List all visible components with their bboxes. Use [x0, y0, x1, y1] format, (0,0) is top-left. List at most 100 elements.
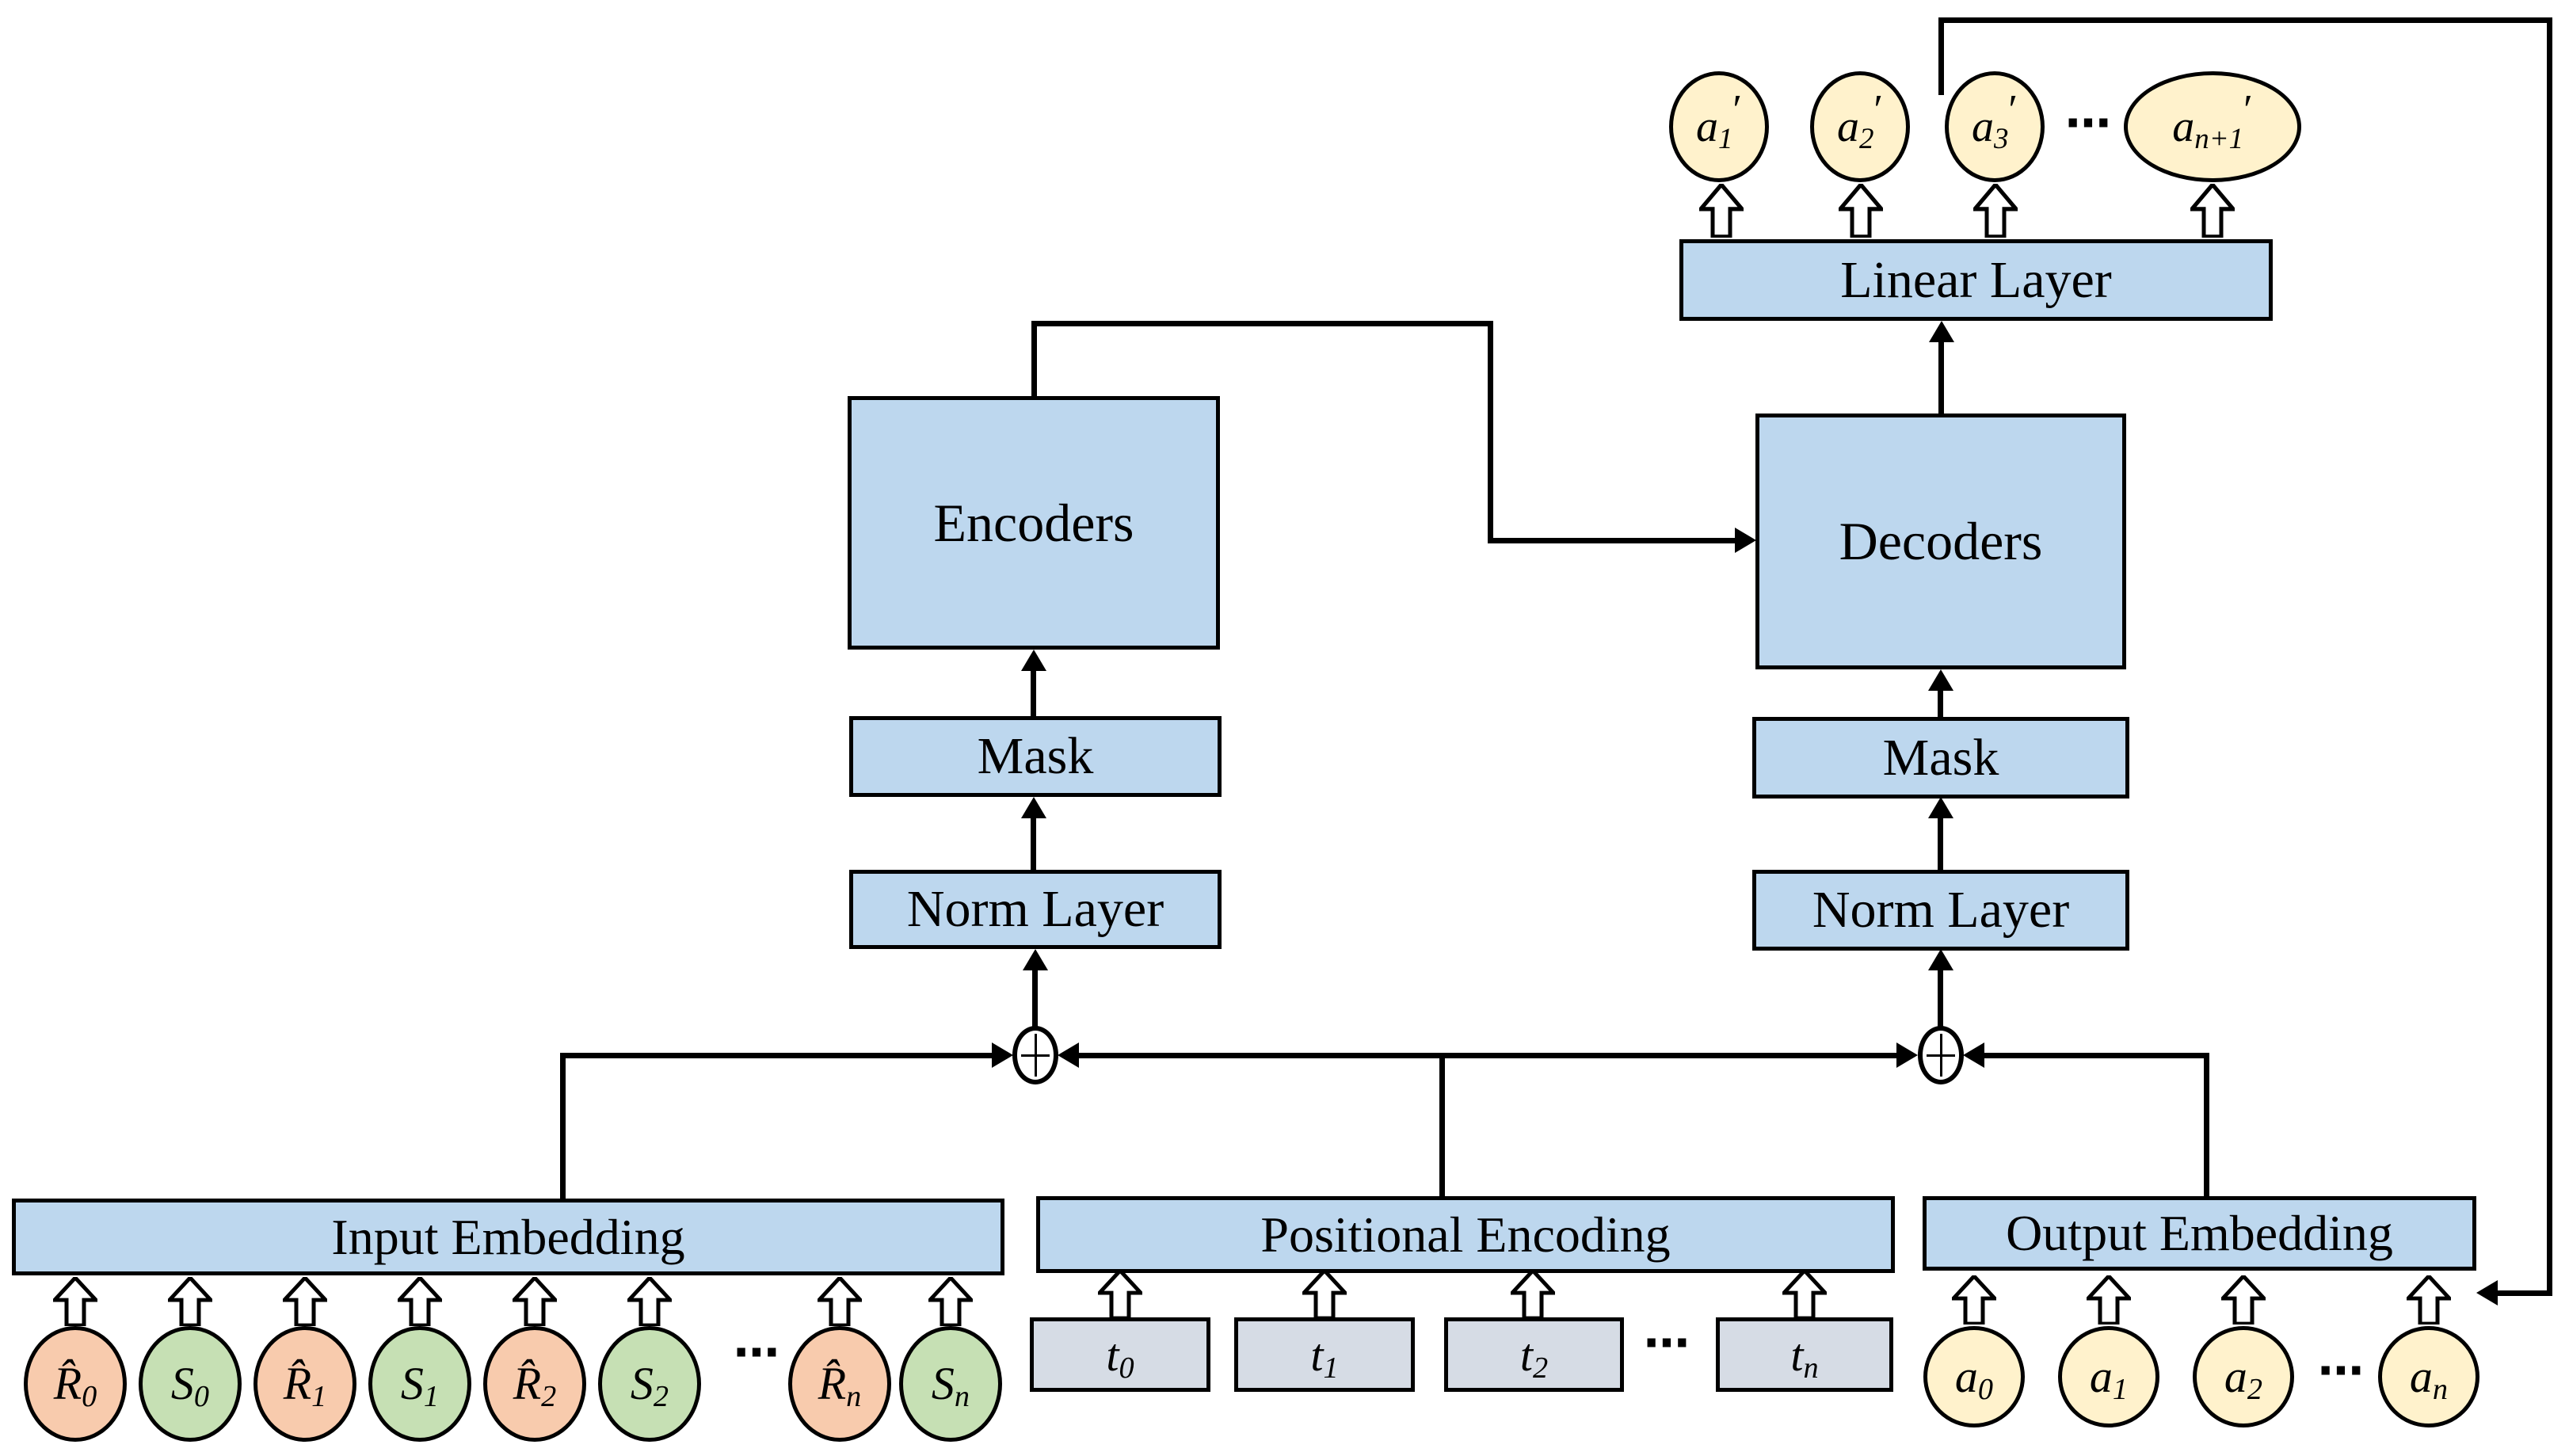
feedback-arrowhead	[2476, 1280, 2498, 1305]
hollow-arrow-icon	[1952, 1275, 1996, 1325]
add-node-left	[1012, 1026, 1058, 1084]
output-token-a2: a2	[2193, 1326, 2294, 1427]
hollow-arrow-icon	[1511, 1270, 1555, 1319]
output-to-plus-arrowhead	[1963, 1042, 1984, 1068]
hollow-arrow-icon	[513, 1277, 557, 1326]
hollow-arrow-icon	[168, 1277, 212, 1326]
positional-riser	[1439, 1053, 1445, 1196]
token-label: R̂1	[283, 1358, 327, 1414]
token-label: a3′	[1971, 86, 2018, 154]
input-to-plus-line	[560, 1053, 993, 1058]
output-token-a2-prime: a2′	[1810, 71, 1910, 182]
encoders-block: Encoders	[848, 396, 1220, 650]
hollow-arrow-icon	[1302, 1270, 1347, 1319]
token-label: R̂n	[818, 1358, 862, 1414]
hollow-arrow-icon	[283, 1277, 327, 1326]
encoder-elbow-h2	[1488, 538, 1736, 543]
time-token-t1: t1	[1234, 1317, 1415, 1392]
norm-layer-right-label: Norm Layer	[1812, 881, 2070, 939]
feedback-line-right	[2547, 17, 2552, 1296]
input-token-S2: S2	[598, 1326, 701, 1442]
hollow-arrow-icon	[627, 1277, 672, 1326]
hollow-arrow-icon	[2190, 184, 2235, 238]
output-embedding-label: Output Embedding	[2006, 1205, 2393, 1261]
hollow-arrow-icon	[1782, 1270, 1827, 1319]
feedback-line-bottom	[2497, 1290, 2552, 1296]
token-label: a2′	[1836, 86, 1884, 154]
ellipsis-top-outputs: ⋯	[2065, 96, 2111, 150]
input-token-S0: S0	[139, 1326, 242, 1442]
token-label: S2	[630, 1358, 669, 1414]
time-token-t2: t2	[1444, 1317, 1624, 1392]
plus-to-norm-right-line	[1938, 968, 1943, 1028]
token-label: R̂0	[53, 1358, 97, 1414]
input-token-Rn: R̂n	[788, 1326, 891, 1442]
token-label: tn	[1790, 1328, 1819, 1385]
norm-layer-right-block: Norm Layer	[1752, 870, 2129, 951]
mask-left-label: Mask	[977, 727, 1094, 785]
mask-to-decoders-arrowhead	[1928, 669, 1953, 691]
mask-to-decoders-line	[1938, 688, 1943, 718]
hollow-arrow-icon	[2221, 1275, 2266, 1325]
hollow-arrow-icon	[1699, 184, 1744, 238]
plus-to-norm-left-arrowhead	[1023, 949, 1048, 970]
positional-encoding-label: Positional Encoding	[1260, 1206, 1671, 1263]
ellipsis-inputs: ⋯	[734, 1325, 779, 1379]
input-to-plus-arrowhead	[992, 1042, 1013, 1068]
hollow-arrow-icon	[1098, 1270, 1142, 1319]
mask-to-encoders-arrowhead	[1021, 650, 1046, 671]
output-token-a0: a0	[1923, 1326, 2025, 1427]
norm-to-mask-left-arrowhead	[1021, 797, 1046, 818]
input-embedding-label: Input Embedding	[331, 1208, 685, 1265]
encoder-elbow-v	[1488, 321, 1493, 543]
decoder-to-linear-line	[1938, 340, 1944, 415]
token-label: t1	[1310, 1328, 1339, 1385]
linear-layer-label: Linear Layer	[1840, 250, 2112, 309]
input-token-Sn: Sn	[899, 1326, 1002, 1442]
ellipsis-time-tokens: ⋯	[1644, 1316, 1690, 1370]
output-embedding-block: Output Embedding	[1923, 1196, 2476, 1271]
output-token-a1: a1	[2058, 1326, 2159, 1427]
hollow-arrow-icon	[1839, 184, 1883, 238]
token-label: S0	[170, 1358, 210, 1414]
encoder-elbow-h1	[1031, 321, 1493, 326]
mask-left-block: Mask	[849, 716, 1222, 797]
norm-layer-left-block: Norm Layer	[849, 870, 1222, 949]
positional-to-right-plus-arrowhead	[1896, 1042, 1918, 1068]
token-label: a2	[2224, 1351, 2263, 1407]
positional-branch-line	[1078, 1053, 1897, 1058]
mask-to-encoders-line	[1031, 669, 1036, 718]
encoder-to-decoder-arrowhead	[1735, 528, 1756, 553]
decoders-label: Decoders	[1839, 511, 2043, 571]
input-token-S1: S1	[368, 1326, 471, 1442]
feedback-line-top	[1938, 17, 2552, 23]
token-label: S1	[400, 1358, 440, 1414]
time-token-t0: t0	[1030, 1317, 1210, 1392]
plus-icon	[1021, 1054, 1050, 1057]
token-label: an+1′	[2172, 86, 2253, 154]
time-token-tn: tn	[1716, 1317, 1893, 1392]
norm-layer-left-label: Norm Layer	[906, 880, 1164, 938]
output-token-a1-prime: a1′	[1669, 71, 1769, 182]
mask-right-label: Mask	[1882, 728, 1999, 787]
token-label: a1	[2089, 1351, 2129, 1407]
input-embedding-riser	[560, 1053, 566, 1199]
output-token-a3-prime: a3′	[1945, 71, 2045, 182]
hollow-arrow-icon	[53, 1277, 97, 1326]
decoder-to-linear-arrowhead	[1929, 321, 1954, 342]
encoders-label: Encoders	[933, 492, 1134, 553]
input-token-R1: R̂1	[253, 1326, 356, 1442]
token-label: t2	[1519, 1328, 1549, 1385]
hollow-arrow-icon	[1973, 184, 2018, 238]
token-label: a1′	[1695, 86, 1743, 154]
token-label: R̂2	[513, 1358, 557, 1414]
token-label: Sn	[931, 1358, 970, 1414]
encoder-top-line	[1031, 321, 1037, 398]
hollow-arrow-icon	[2407, 1275, 2451, 1325]
output-to-plus-line	[1984, 1053, 2209, 1058]
decoders-block: Decoders	[1755, 414, 2126, 669]
hollow-arrow-icon	[2087, 1275, 2131, 1325]
output-token-an1-prime: an+1′	[2124, 71, 2301, 182]
plus-to-norm-right-arrowhead	[1928, 949, 1953, 970]
